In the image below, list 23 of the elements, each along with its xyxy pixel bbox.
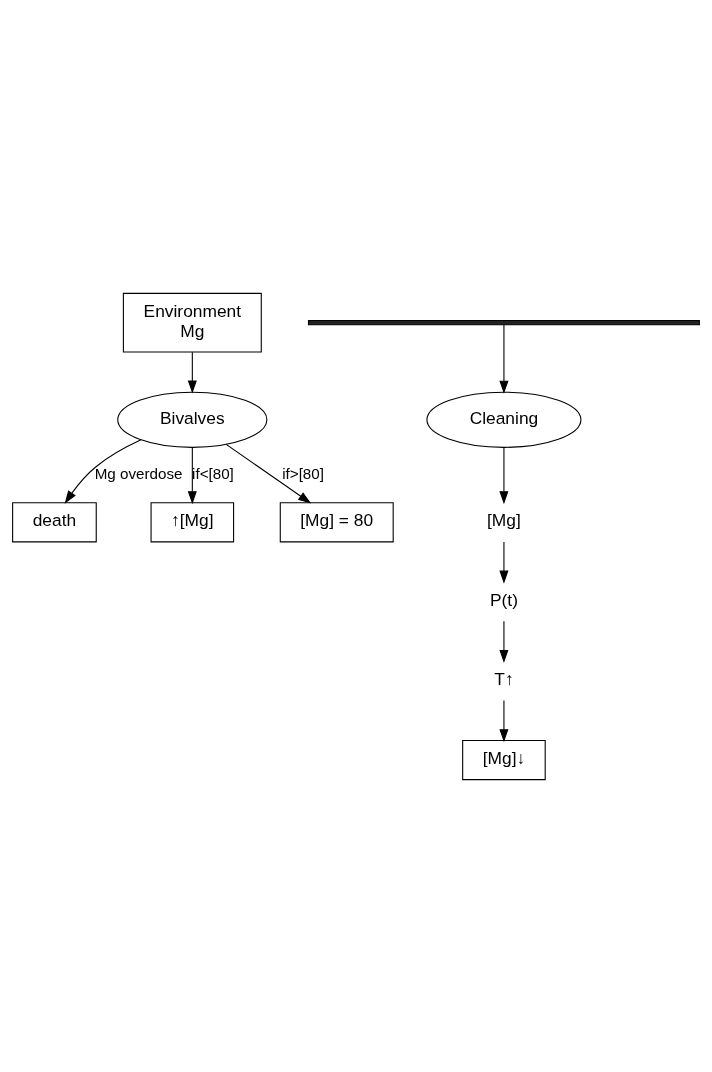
edge-label: Mg overdose — [94, 464, 183, 482]
arrow — [499, 446, 509, 504]
arrow — [499, 324, 509, 394]
node-box: death — [12, 501, 97, 542]
arrow — [187, 351, 197, 393]
node-bar — [307, 319, 700, 325]
node-ellipse: Cleaning — [426, 391, 582, 448]
node-box: ↑[Mg] — [150, 501, 235, 542]
arrow — [499, 541, 509, 584]
node-text: [Mg] — [487, 509, 521, 530]
node-text: T↑ — [494, 668, 514, 689]
node-ellipse: Bivalves — [117, 391, 268, 448]
arrow — [499, 699, 509, 742]
arrow — [64, 438, 142, 504]
edge-label: if>[80] — [282, 464, 324, 482]
node-box: [Mg]↓ — [462, 739, 546, 780]
arrow — [187, 446, 197, 504]
node-text: P(t) — [489, 589, 518, 610]
arrow — [499, 620, 509, 663]
node-box: Environment Mg — [122, 292, 262, 352]
node-box: [Mg] = 80 — [279, 501, 394, 542]
edge-label: if<[80] — [192, 464, 234, 482]
arrow — [225, 443, 312, 503]
